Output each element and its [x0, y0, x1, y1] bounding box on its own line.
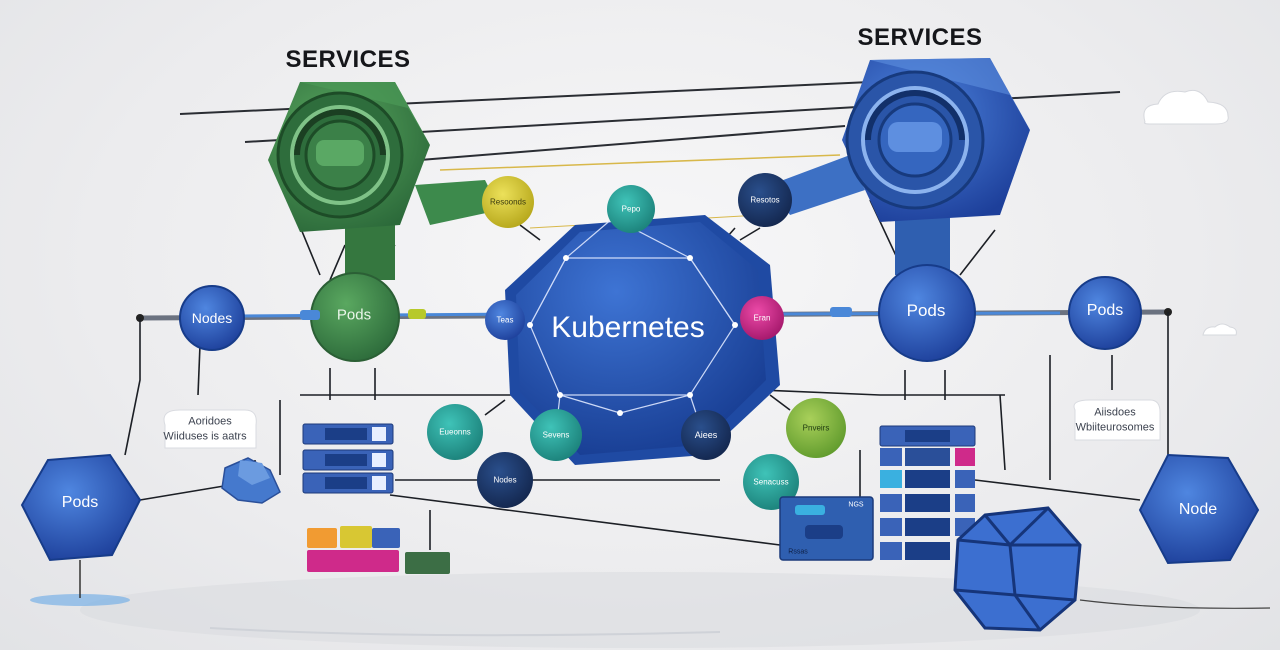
teal-top-node-label: Pepo [621, 204, 641, 214]
yellow-top-node-label: Resoonds [489, 197, 527, 207]
service-left-icon[interactable] [268, 82, 500, 280]
pods-left-label: Pods [336, 306, 372, 324]
navy-lower-left-node-label: Nodes [493, 475, 517, 485]
panel-bottom-label: Rssas [788, 548, 808, 556]
service-right-icon[interactable] [770, 58, 1030, 275]
note-bubble-left [163, 409, 257, 449]
control-panel [779, 496, 874, 561]
small-cloud-icon [1202, 323, 1237, 336]
yellow-top-node[interactable] [482, 176, 534, 228]
cloud-icon [1143, 89, 1229, 125]
pods-bottom-left-hexagon[interactable] [20, 453, 142, 562]
nodes-left-node[interactable] [179, 285, 245, 351]
bus-connector-pill [408, 309, 426, 319]
yellow-connector [439, 154, 841, 171]
floor-curve [209, 627, 721, 637]
magenta-right-of-center-node[interactable] [740, 296, 784, 340]
bus-connector-pill [300, 310, 320, 320]
note-left-line1: Aoridoes [188, 415, 232, 428]
teal-bottom-node-label: Sevens [542, 430, 570, 440]
pods-bottom-left-label: Pods [61, 494, 99, 511]
water-puddle [30, 594, 130, 606]
magenta-right-of-center-node-label: Eran [753, 313, 771, 323]
server-rack-right [879, 425, 976, 560]
note-bubble-right [1073, 399, 1161, 441]
note-right-line1: Aiisdoes [1094, 406, 1136, 419]
kubernetes-core[interactable] [505, 215, 780, 465]
teal-left-node[interactable] [427, 404, 483, 460]
blue-left-of-center-node-label: Teas [496, 315, 514, 325]
green-right-node[interactable] [786, 398, 846, 458]
kubernetes-label: Kubernetes [551, 311, 705, 344]
polyhedron-3d [953, 506, 1082, 632]
services-left-title: SERVICES [285, 46, 411, 73]
cable [1079, 599, 1271, 609]
floor-shadow [80, 572, 1200, 648]
node-bottom-right-hexagon[interactable] [1138, 453, 1260, 565]
teal-bottom-node[interactable] [530, 409, 582, 461]
panel-top-label: NGS [848, 501, 864, 509]
navy-bottom-right-node[interactable] [681, 410, 731, 460]
note-left-line2: Wiiduses is aatrs [163, 430, 247, 443]
server-rack-left [302, 423, 450, 574]
teal-left-node-label: Eueonns [439, 427, 471, 437]
navy-top-right-node[interactable] [738, 173, 792, 227]
pods-right-hub[interactable] [878, 264, 976, 362]
teal-top-node[interactable] [607, 185, 655, 233]
pods-far-right-node[interactable] [1068, 276, 1142, 350]
green-right-node-label: Pnveirs [802, 423, 830, 433]
navy-lower-left-node[interactable] [477, 452, 533, 508]
navy-bottom-right-node-label: Aiees [694, 430, 718, 440]
bus-connector-pill [830, 307, 852, 317]
pods-far-right-label: Pods [1086, 302, 1124, 319]
blue-left-of-center-node[interactable] [485, 300, 525, 340]
nodes-left-label: Nodes [191, 310, 233, 326]
services-right-title: SERVICES [857, 24, 983, 51]
teal-lower-right-node-label: Senacuss [753, 477, 789, 487]
pods-right-label: Pods [906, 301, 946, 320]
note-right-line2: Wbiiteurosomes [1075, 421, 1155, 434]
navy-top-right-node-label: Resotos [750, 195, 780, 205]
teal-lower-right-node[interactable] [743, 454, 799, 510]
crystal-cluster-left [221, 457, 281, 504]
node-bottom-right-label: Node [1178, 501, 1218, 518]
